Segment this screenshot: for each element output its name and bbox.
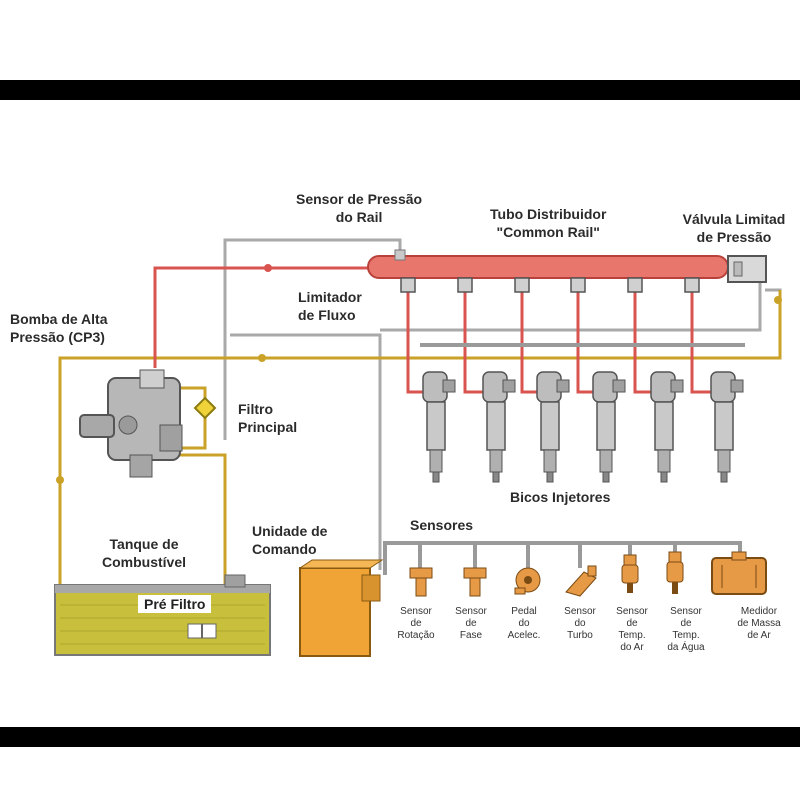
flow-markers <box>56 264 782 484</box>
return-lines <box>223 238 782 570</box>
injector <box>650 371 684 483</box>
injector <box>482 371 516 483</box>
main-filter <box>193 396 217 420</box>
sensor-label: Medidor de Massa de Ar <box>737 606 781 641</box>
injectors-label: Bicos Injetores <box>510 489 611 505</box>
fuel-tank <box>54 574 271 656</box>
injector <box>710 371 744 483</box>
pressure-valve-label: Válvula Limitad de Pressão <box>682 211 786 245</box>
sensor-label: Sensor de Temp. da Água <box>667 606 705 653</box>
accelerator-pedal-icon <box>514 567 541 595</box>
pressure-limiting-valve <box>727 255 767 283</box>
sensor-label: Sensor de Rotação <box>397 606 435 641</box>
sensor-label: Sensor de Temp. do Ar <box>616 606 648 653</box>
high-pressure-pump <box>79 369 183 478</box>
ecu-label: Unidade de Comando <box>252 523 328 557</box>
flow-limiter-label: Limitador de Fluxo <box>298 289 362 323</box>
pump-label: Bomba de Alta Pressão (CP3) <box>10 311 108 345</box>
tank-label: Tanque de Combustível <box>102 536 187 570</box>
turbo-sensor-icon <box>565 565 597 597</box>
injector <box>536 371 570 483</box>
sensor-label: Sensor do Turbo <box>564 606 596 641</box>
flow-limiters <box>400 277 700 293</box>
water-temp-sensor-icon <box>666 551 684 594</box>
pre-filter-label: Pré Filtro <box>138 595 212 613</box>
air-mass-meter-icon <box>711 551 767 595</box>
top-frame-bar <box>0 80 800 100</box>
bottom-frame-bar <box>0 727 800 747</box>
air-temp-sensor-icon <box>621 554 639 593</box>
sensor-label: Pedal do Acelec. <box>507 606 541 641</box>
injectors <box>422 371 744 483</box>
common-rail-label: Tubo Distribuidor "Common Rail" <box>490 206 607 240</box>
sensor-bus <box>383 343 745 575</box>
phase-sensor-icon <box>463 567 487 597</box>
main-filter-label: Filtro Principal <box>238 401 298 435</box>
common-rail <box>367 249 729 279</box>
rail-pressure-sensor-label: Sensor de Pressão do Rail <box>296 191 423 225</box>
injector <box>422 371 456 483</box>
ecu-unit <box>298 559 384 657</box>
high-pressure-lines <box>153 266 715 394</box>
injector <box>592 371 626 483</box>
sensors-label: Sensores <box>410 517 474 533</box>
rotation-sensor-icon <box>409 567 433 597</box>
sensor-label: Sensor de Fase <box>455 606 487 641</box>
